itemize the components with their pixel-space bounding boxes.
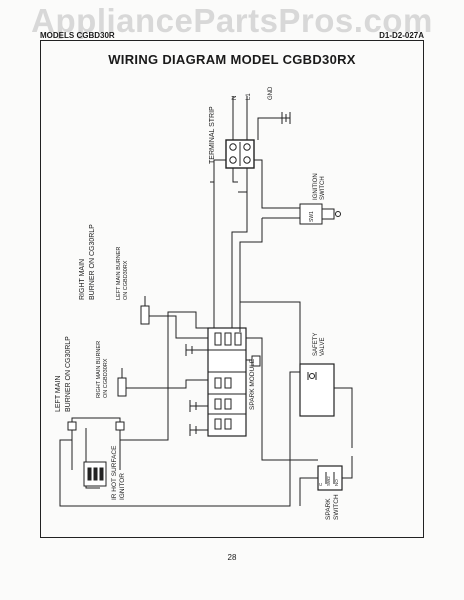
- label-left-main-2: BURNER ON CG30RLP: [65, 336, 72, 412]
- label-igniter-1: IR HOT SURFACE: [111, 445, 118, 500]
- ground-icon-4: [189, 424, 208, 436]
- header-model: MODELS CGBD30R: [40, 31, 115, 40]
- left-main-burner-electrode: [117, 368, 208, 397]
- label-sw2: SW2: [326, 476, 331, 486]
- header-doc-number: D1-D2-027A: [379, 31, 424, 40]
- label-left-main-burner-1: LEFT MAIN BURNER: [116, 247, 122, 300]
- label-gnd: GND: [268, 86, 274, 100]
- label-left-main-1: LEFT MAIN: [55, 376, 62, 412]
- label-left-main-burner-2: ON CGBD30RX: [123, 260, 129, 300]
- label-ignition-switch-2: SWITCH: [320, 176, 326, 200]
- label-c: C: [318, 482, 323, 486]
- label-l1: L1: [246, 93, 252, 100]
- label-right-main-1: RIGHT MAIN: [79, 259, 86, 300]
- label-safety-valve-1: SAFETY: [313, 333, 319, 356]
- label-no: NO: [334, 479, 339, 486]
- right-main-burner-electrode: [140, 296, 208, 339]
- label-safety-valve-2: VALVE: [320, 338, 326, 356]
- ground-icon-3: [189, 400, 208, 412]
- label-n: N: [232, 96, 238, 100]
- watermark: AppliancePartsPros.com: [31, 2, 433, 39]
- label-spark-switch-2: SWITCH: [333, 494, 340, 520]
- spark-module: [207, 327, 247, 437]
- safety-valve: [299, 363, 353, 448]
- terminal-strip: [225, 139, 255, 169]
- label-sw1: SW1: [309, 211, 315, 222]
- label-terminal-strip: TERMINAL STRIP: [209, 106, 216, 164]
- label-spark-switch-1: SPARK: [325, 498, 332, 520]
- page-number: 28: [227, 553, 237, 562]
- label-right-main-2: BURNER ON CG30RLP: [89, 224, 96, 300]
- label-right-main-burner-1: RIGHT MAIN BURNER: [96, 341, 102, 398]
- hot-surface-ignitor: [67, 417, 125, 489]
- spark-switch: [299, 456, 353, 506]
- diagram-title: WIRING DIAGRAM MODEL CGBD30RX: [108, 52, 356, 67]
- label-igniter-2: IGNITOR: [119, 473, 126, 500]
- label-ignition-switch-1: IGNITION: [313, 173, 319, 200]
- label-spark-module: SPARK MODULE: [249, 358, 256, 410]
- ignition-switch: [261, 192, 341, 225]
- ground-icon: [281, 112, 291, 124]
- label-right-main-burner-2: ON CGBD30RX: [103, 358, 109, 398]
- diagram-frame: [40, 40, 424, 538]
- ground-icon-2: [185, 344, 208, 356]
